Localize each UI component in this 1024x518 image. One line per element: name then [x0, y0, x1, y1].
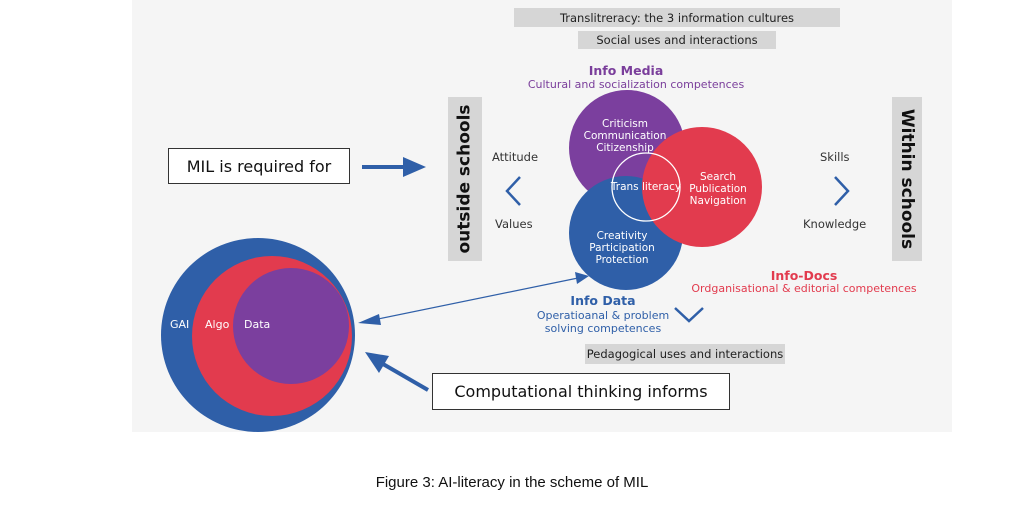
attitude-label: Attitude [492, 150, 539, 164]
social-uses-banner: Social uses and interactions [578, 31, 776, 49]
knowledge-label: Knowledge [803, 217, 867, 231]
connector-arrow [358, 272, 589, 325]
info-docs-title: Info-Docs [770, 268, 838, 283]
info-media-line-3: Citizenship [596, 142, 654, 154]
info-docs-subtitle: Ordganisational & editorial competences [691, 282, 917, 295]
gai-label: GAI [170, 318, 190, 331]
skills-chevron [834, 176, 850, 206]
info-docs-line-3: Navigation [689, 195, 747, 207]
info-data-line-3: Protection [595, 254, 649, 266]
info-data-title: Info Data [570, 293, 636, 308]
mil-arrow [362, 157, 426, 177]
computational-thinking-arrow [365, 352, 430, 392]
info-data-subtitle-2: solving competences [544, 322, 662, 335]
computational-thinking-box: Computational thinking informs [432, 373, 730, 410]
outside-schools-bar: outside schools [448, 97, 482, 261]
info-docs-circle [642, 127, 762, 247]
attitude-chevron [505, 176, 521, 206]
info-data-line-2: Participation [589, 242, 655, 254]
figure-caption: Figure 3: AI-literacy in the scheme of M… [375, 474, 649, 491]
info-docs-line-2: Publication [689, 183, 747, 195]
values-label: Values [495, 217, 533, 231]
info-docs-line-1: Search [699, 171, 737, 183]
within-schools-bar: Within schools [892, 97, 922, 261]
pedagogical-uses-banner: Pedagogical uses and interactions [585, 344, 785, 364]
info-data-line-1: Creativity [596, 230, 648, 242]
transliteracy-label: Trans literacy [610, 181, 682, 193]
data-circle [233, 268, 349, 384]
skills-label: Skills [820, 150, 850, 164]
info-media-subtitle: Cultural and socialization competences [527, 78, 745, 91]
down-chevron [674, 307, 704, 323]
transliteracy-circle [611, 152, 681, 222]
info-media-line-2: Communication [583, 130, 667, 142]
info-data-subtitle-1: Operatioanal & problem [536, 309, 670, 322]
venn-diagram [569, 90, 762, 290]
nested-circles [161, 238, 355, 432]
data-label: Data [244, 318, 271, 331]
translitteracy-header: Translitreracy: the 3 information cultur… [514, 8, 840, 27]
algo-label: Algo [205, 318, 230, 331]
info-media-title: Info Media [588, 63, 664, 78]
info-media-line-1: Criticism [602, 118, 648, 130]
mil-required-box: MIL is required for [168, 148, 350, 184]
